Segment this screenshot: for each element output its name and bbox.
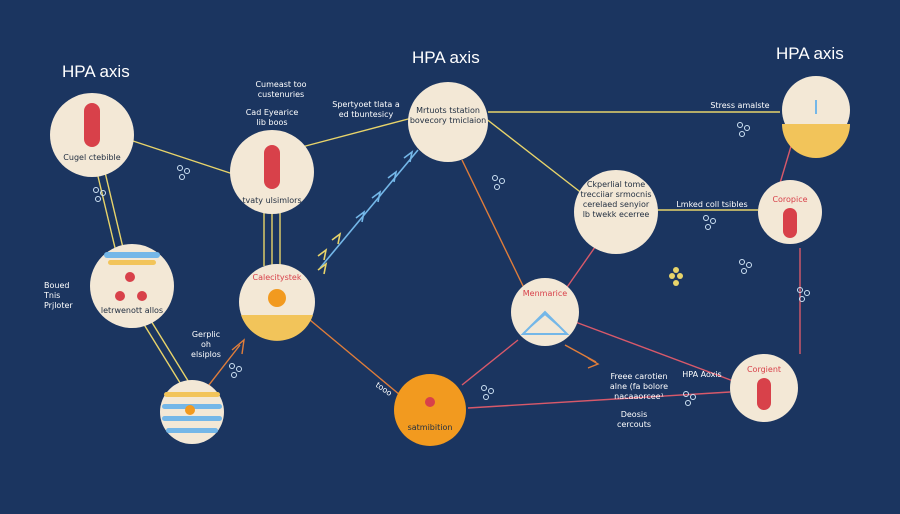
molecule-icon <box>93 187 106 202</box>
label-bound: Boued Tnis Prjloter <box>44 281 73 310</box>
label-gerplic: Gerplic oh elsiplos <box>191 330 221 359</box>
label-free: Freee carotien alne (fa bolore nacaaorce… <box>609 372 669 401</box>
node-n2-text: tvaty ulsimlors <box>242 196 301 205</box>
node-n1: Cugel ctebible <box>50 93 134 177</box>
chevron-icon <box>317 262 328 275</box>
capsule-icon <box>757 378 771 410</box>
chevron-trail-blue <box>319 149 419 269</box>
link-n11-n7 <box>204 344 241 391</box>
label-cumeast: Cumeast too custenuries <box>255 80 307 99</box>
node-n10-text: Corgient <box>747 365 781 374</box>
chevron-icon <box>317 248 328 261</box>
chevron-icon <box>387 170 398 183</box>
arrow-head-n11-n7 <box>231 338 245 355</box>
link-n1-n6-b <box>103 167 125 253</box>
node-n5-text: Coropice <box>772 195 807 204</box>
cell-icon <box>137 291 147 301</box>
chevron-icon <box>355 210 366 223</box>
molecule-icon <box>797 287 810 302</box>
label-cad: Cad Eyearice lib boos <box>245 108 299 127</box>
molecule-clusters <box>93 122 810 406</box>
molecule-icon <box>737 122 750 137</box>
chevron-trail-yellow <box>317 232 342 275</box>
yellow-cluster-icon <box>669 267 683 286</box>
molecule-icon <box>683 391 696 406</box>
cell-icon <box>125 272 135 282</box>
molecule-icon <box>739 259 752 274</box>
node-n6-text: letrwenott allos <box>101 306 163 315</box>
blue-trail-line <box>319 149 419 269</box>
node-n7-text: Calecitystek <box>253 273 302 282</box>
label-hpa-axis: HPA Aoxis <box>682 370 722 379</box>
arrow-head-n8-out <box>587 357 600 369</box>
label-deosis: Deosis cercouts <box>616 410 652 429</box>
node-n8: Menmarice <box>511 278 579 346</box>
link-n6-n11-a <box>139 317 183 387</box>
link-n3-n8 <box>461 159 526 291</box>
node-n1-text: Cugel ctebible <box>63 153 120 162</box>
chevron-icon <box>331 232 342 245</box>
molecule-icon <box>229 363 242 378</box>
link-n3-n4 <box>484 117 589 199</box>
link-n4-n8 <box>564 239 601 291</box>
link-n6-n11-b <box>147 315 191 385</box>
title-left: HPA axis <box>62 62 130 81</box>
chevron-icon <box>403 150 414 163</box>
title-center: HPA axis <box>412 48 480 67</box>
label-lmmked: Lmked coll tsibles <box>676 200 748 209</box>
link-n2-n3 <box>297 117 413 149</box>
label-stress: Stress amalste <box>710 101 770 110</box>
node-n9-text: satmibition <box>408 423 453 432</box>
node-n5: Coropice <box>758 180 822 244</box>
node-n2: tvaty ulsimlors <box>230 130 314 214</box>
capsule-icon <box>264 145 280 189</box>
molecule-icon <box>492 175 505 190</box>
link-n7-n9 <box>309 319 401 396</box>
molecule-icon <box>481 385 494 400</box>
node-n6: letrwenott allos <box>90 244 174 328</box>
molecule-icon <box>703 215 716 230</box>
node-n8-text: Menmarice <box>523 289 568 298</box>
gland-icon <box>268 289 286 307</box>
link-n1-n6-a <box>95 167 117 253</box>
node-n5-top <box>782 76 850 158</box>
node-n10: Corgient <box>730 354 798 422</box>
node-n11 <box>160 380 224 444</box>
chevron-icon <box>371 190 382 203</box>
link-n1-n2 <box>129 139 237 176</box>
capsule-icon <box>783 208 797 238</box>
capsule-icon <box>84 103 100 147</box>
link-n9-n10 <box>467 391 731 409</box>
label-spertyoet: Spertyoet tlata a ed tbuntesicy <box>332 100 400 119</box>
node-n9: satmibition <box>394 374 466 446</box>
title-right: HPA axis <box>776 44 844 63</box>
cell-icon <box>115 291 125 301</box>
molecule-icon <box>177 165 190 180</box>
node-n7: Calecitystek <box>239 264 315 341</box>
cell-icon <box>425 397 435 407</box>
link-n8-n10 <box>569 319 737 383</box>
link-n8-n9 <box>461 339 519 386</box>
